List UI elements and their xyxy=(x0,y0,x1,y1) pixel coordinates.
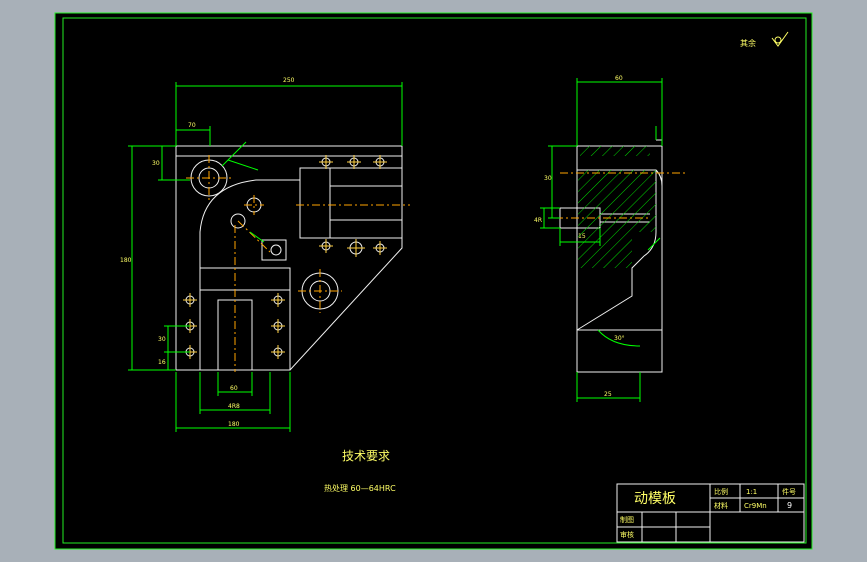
outer-frame xyxy=(54,12,813,550)
front-inner-profile xyxy=(199,167,402,268)
dim-text-side-bottom: 25 xyxy=(604,391,612,398)
roughness-symbol: 其余 xyxy=(740,31,789,48)
dim-side-step xyxy=(655,126,663,140)
side-pocket xyxy=(576,170,657,331)
dim-side-bottom xyxy=(576,372,641,402)
dim-front-width xyxy=(175,82,403,146)
side-hatch-top xyxy=(580,146,650,156)
hole-small-boss xyxy=(270,244,282,256)
dim-text-side-angle: 30° xyxy=(614,335,625,342)
tech-item: 热处理 60—64HRC xyxy=(324,483,396,493)
dim-side-mark xyxy=(647,237,661,251)
title-block xyxy=(616,483,805,543)
dim-text-front-top-small: 70 xyxy=(188,122,196,129)
scale-value: 1:1 xyxy=(746,488,757,496)
front-outline xyxy=(175,145,403,371)
checked-label: 审核 xyxy=(620,530,634,539)
tech-heading: 技术要求 xyxy=(342,449,390,463)
cl-diag xyxy=(237,220,271,253)
dim-side-angle xyxy=(597,329,641,347)
dim-side-left xyxy=(540,207,560,229)
dim-text-front-height: 180 xyxy=(120,257,132,264)
side-centerlines xyxy=(555,172,686,219)
dim-text-side-left: 4R xyxy=(534,217,542,224)
dim-text-side-pin: 15 xyxy=(578,233,586,240)
scale-label: 比例 xyxy=(714,487,728,496)
drawn-label: 制图 xyxy=(620,515,634,524)
dim-text-front-bottom-total: 180 xyxy=(228,421,240,428)
dim-text-front-left-b: 16 xyxy=(158,359,166,366)
dim-front-top-small xyxy=(176,126,211,146)
title-block-text: 动模板 比例 1:1 件号 9 材料 Cr9Mn 制图 审核 xyxy=(620,487,796,539)
dim-text-front-bottom-b: 4R8 xyxy=(228,403,240,410)
dim-leader-boss xyxy=(249,231,265,243)
dim-front-bottom-b xyxy=(199,372,271,414)
drawing-no-value: 9 xyxy=(787,501,792,510)
dim-side-pin xyxy=(559,228,601,246)
dim-leader-hole xyxy=(221,141,247,167)
dim-side-height xyxy=(548,145,577,219)
side-dim-text: 60 30 4R 15 25 30° xyxy=(534,75,625,398)
dim-front-left-small xyxy=(158,146,190,181)
front-centerlines xyxy=(186,155,410,372)
dim-text-front-left-a: 30 xyxy=(158,336,166,343)
dim-text-front-width: 250 xyxy=(283,77,295,84)
roughness-circle-icon xyxy=(774,36,782,44)
dim-text-front-left-small: 30 xyxy=(152,160,160,167)
dim-leader-r xyxy=(227,159,259,171)
material-value: Cr9Mn xyxy=(744,502,767,510)
hole-mid xyxy=(230,213,246,229)
front-dimensions xyxy=(128,82,403,432)
material-label: 材料 xyxy=(714,501,728,510)
dim-text-side-height: 30 xyxy=(544,175,552,182)
dim-front-left-ab xyxy=(164,325,190,371)
dim-text-front-bottom-a: 60 xyxy=(230,385,238,392)
roughness-note: 其余 xyxy=(740,38,756,48)
roughness-icon xyxy=(771,31,789,47)
dim-text-side-top: 60 xyxy=(615,75,623,82)
front-small-boss xyxy=(261,239,287,261)
part-name: 动模板 xyxy=(634,491,676,507)
sheet-background xyxy=(55,13,812,549)
dim-front-bottom-a xyxy=(217,372,253,396)
drawing-no-label: 件号 xyxy=(782,487,796,496)
dim-front-bottom-total xyxy=(175,372,291,432)
inner-frame xyxy=(62,17,807,544)
side-dimensions xyxy=(540,78,663,402)
front-dim-text: 250 70 180 30 30 16 60 4R8 180 xyxy=(120,77,295,428)
